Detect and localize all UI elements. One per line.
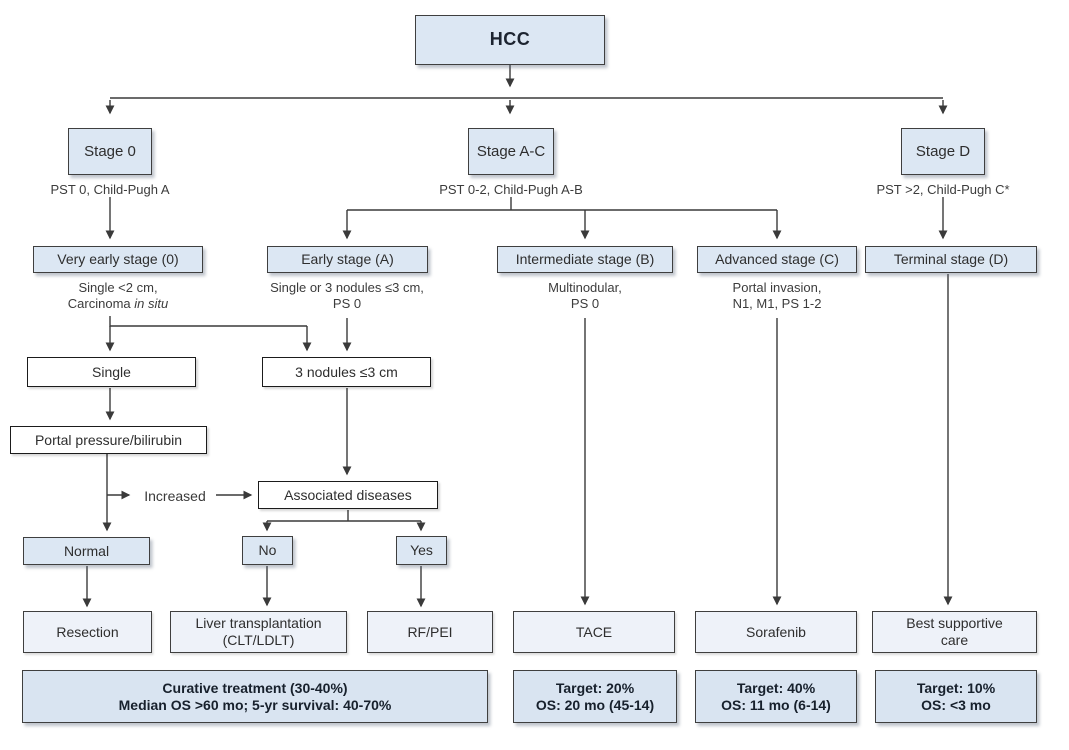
node-yes: Yes	[396, 536, 447, 565]
caption-advanced-line2: N1, M1, PS 1-2	[732, 296, 822, 311]
caption-stage-a-c: PST 0-2, Child-Pugh A-B	[439, 182, 583, 197]
outcome-curative-line1: Curative treatment (30-40%)	[162, 679, 348, 696]
outcome-bsc-line2: OS: <3 mo	[921, 696, 991, 713]
caption-intermediate-line2: PS 0	[570, 296, 600, 311]
node-normal: Normal	[23, 537, 150, 565]
node-stage-a-c: Stage A-C	[468, 128, 554, 175]
outcome-sorafenib-line2: OS: 11 mo (6-14)	[721, 696, 831, 713]
caption-intermediate-line1: Multinodular,	[548, 280, 622, 295]
node-no: No	[242, 536, 293, 565]
label-increased: Increased	[144, 488, 206, 504]
node-tace: TACE	[513, 611, 675, 653]
node-stage-0: Stage 0	[68, 128, 152, 175]
node-very-early-stage: Very early stage (0)	[33, 246, 203, 273]
outcome-curative-line2: Median OS >60 mo; 5-yr survival: 40-70%	[118, 696, 392, 713]
outcome-tace-line2: OS: 20 mo (45-14)	[535, 696, 655, 713]
caption-very-early: Single <2 cm, Carcinoma in situ	[18, 280, 218, 312]
node-intermediate-stage: Intermediate stage (B)	[497, 246, 673, 273]
caption-early-line2: PS 0	[332, 296, 362, 311]
transplant-line1: Liver transplantation	[195, 615, 322, 632]
node-liver-transplantation: Liver transplantation (CLT/LDLT)	[170, 611, 347, 653]
bsc-line1: Best supportive	[906, 615, 1003, 632]
node-3-nodules: 3 nodules ≤3 cm	[262, 357, 431, 387]
node-early-stage: Early stage (A)	[267, 246, 428, 273]
node-advanced-stage: Advanced stage (C)	[697, 246, 857, 273]
node-associated-diseases: Associated diseases	[258, 481, 438, 509]
node-portal-pressure: Portal pressure/bilirubin	[10, 426, 207, 454]
caption-very-early-line1: Single <2 cm,	[78, 280, 158, 295]
connector-veryearly-split	[109, 316, 307, 327]
caption-early-line1: Single or 3 nodules ≤3 cm,	[270, 280, 424, 295]
outcome-sorafenib: Target: 40% OS: 11 mo (6-14)	[695, 670, 857, 723]
node-best-supportive-care: Best supportive care	[872, 611, 1037, 653]
caption-stage-d: PST >2, Child-Pugh C*	[876, 182, 1010, 197]
node-hcc: HCC	[415, 15, 605, 65]
node-stage-d: Stage D	[901, 128, 985, 175]
caption-early: Single or 3 nodules ≤3 cm, PS 0	[227, 280, 467, 312]
caption-stage-0: PST 0, Child-Pugh A	[50, 182, 170, 197]
outcome-curative: Curative treatment (30-40%) Median OS >6…	[22, 670, 488, 723]
outcome-bsc: Target: 10% OS: <3 mo	[875, 670, 1037, 723]
transplant-line2: (CLT/LDLT)	[222, 632, 295, 648]
node-single: Single	[27, 357, 196, 387]
caption-very-early-line2: Carcinoma	[67, 296, 135, 311]
node-rf-pei: RF/PEI	[367, 611, 493, 653]
outcome-bsc-line1: Target: 10%	[916, 679, 996, 696]
outcome-sorafenib-line1: Target: 40%	[736, 679, 816, 696]
bsc-line2: care	[940, 632, 969, 648]
node-sorafenib: Sorafenib	[695, 611, 857, 653]
node-terminal-stage: Terminal stage (D)	[865, 246, 1037, 273]
node-resection: Resection	[23, 611, 152, 653]
outcome-tace: Target: 20% OS: 20 mo (45-14)	[513, 670, 677, 723]
outcome-tace-line1: Target: 20%	[555, 679, 635, 696]
caption-very-early-italic: in situ	[134, 296, 169, 311]
caption-advanced-line1: Portal invasion,	[732, 280, 822, 295]
caption-advanced: Portal invasion, N1, M1, PS 1-2	[677, 280, 877, 312]
caption-intermediate: Multinodular, PS 0	[485, 280, 685, 312]
